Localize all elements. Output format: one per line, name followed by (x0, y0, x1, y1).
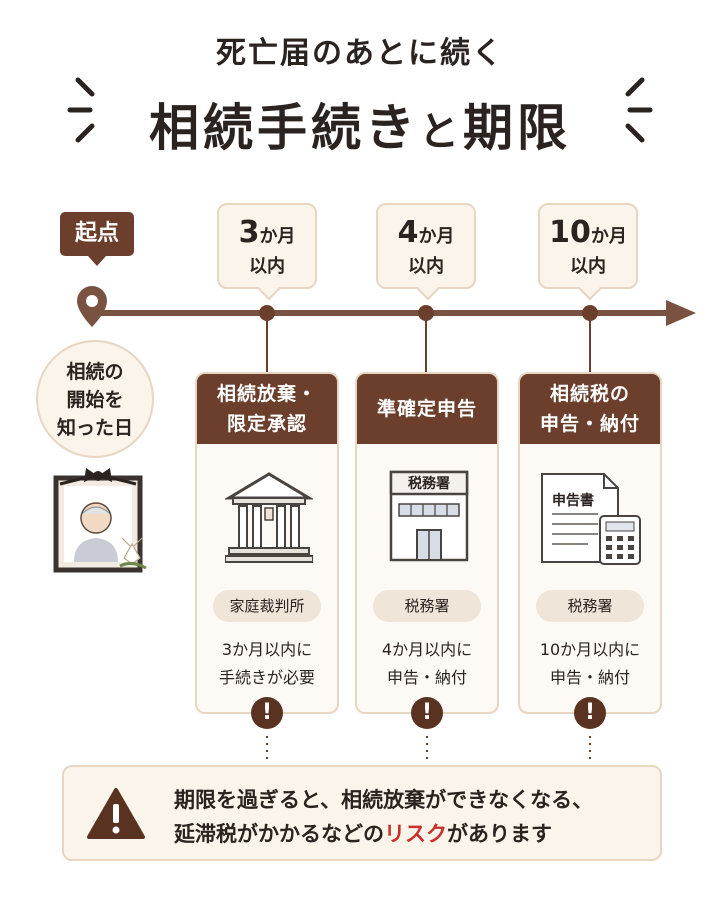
notice-line-2-before: 延滞税がかかるなどの (174, 822, 384, 846)
card-office: 家庭裁判所 (213, 590, 321, 622)
notice-line-1: 期限を過ぎると、相続放棄ができなくなる、 (174, 788, 594, 812)
tax-return-document-icon (541, 473, 641, 565)
deadline-number: 10 (549, 215, 591, 250)
title-part-and: と (419, 109, 463, 155)
origin-line: 知った日 (56, 417, 133, 439)
deadline-number: 4 (397, 215, 419, 250)
card-title-line: 限定承認 (226, 413, 307, 435)
card-note-line: 手続きが必要 (218, 668, 315, 687)
deadline-suffix: 以内 (570, 256, 606, 277)
card-title-line: 申告・納付 (539, 413, 640, 435)
card-inheritance-tax: 相続税の 申告・納付 申告書 税務署 10か月以内に 申告・納付 (518, 372, 662, 714)
origin-line: 開始を (66, 389, 124, 411)
card-note-line: 10か月以内に (539, 640, 641, 659)
deadline-unit: か月 (590, 226, 627, 247)
card-note-line: 4か月以内に (381, 640, 473, 659)
courthouse-icon (225, 472, 313, 563)
deadline-unit: か月 (259, 226, 296, 247)
timeline (77, 286, 696, 372)
deadline-suffix: 以内 (408, 256, 444, 277)
card-title-line: 相続放棄・ (216, 383, 317, 405)
card-note-line: 申告・納付 (549, 668, 630, 687)
card-note-line: 申告・納付 (386, 668, 467, 687)
deadline-bubble-3-months: 3か月 以内 (217, 203, 317, 289)
card-note: 10か月以内に 申告・納付 (520, 636, 660, 692)
notice-text: 期限を過ぎると、相続放棄ができなくなる、 延滞税がかかるなどのリスクがあります (174, 783, 593, 851)
title-part-deadline: 期限 (463, 99, 571, 157)
card-title-line: 相続税の (549, 383, 630, 405)
card-office: 税務署 (536, 590, 644, 622)
card-note: 3か月以内に 手続きが必要 (197, 636, 337, 692)
card-title: 準確定申告 (357, 374, 497, 444)
deadline-unit: か月 (418, 226, 455, 247)
document-label: 申告書 (552, 493, 594, 509)
title-part-procedures: 相続手続き (149, 99, 419, 157)
title-burst-decoration (67, 77, 653, 143)
deadline-suffix: 以内 (249, 256, 285, 277)
card-quasi-final-return: 準確定申告 税務署 税務署 4か月以内に 申告・納付 (355, 372, 499, 714)
card-note-line: 3か月以内に (221, 640, 313, 659)
origin-badge: 起点 (60, 212, 134, 266)
notice-line-2-after: があります (447, 822, 552, 846)
memorial-portrait-icon (53, 468, 147, 573)
calculator-icon (599, 515, 641, 565)
card-title: 相続税の 申告・納付 (520, 374, 660, 444)
risk-notice: 期限を過ぎると、相続放棄ができなくなる、 延滞税がかかるなどのリスクがあります (62, 765, 662, 861)
origin-start-date: 相続の 開始を 知った日 (36, 340, 154, 458)
card-office: 税務署 (373, 590, 481, 622)
tax-office-building-icon (389, 470, 469, 562)
deadline-bubble-10-months: 10か月 以内 (538, 203, 638, 289)
card-renunciation: 相続放棄・ 限定承認 家庭裁判所 3か月以内に 手続きが必要 (195, 372, 339, 714)
origin-line: 相続の (66, 361, 124, 383)
page-title: 相続手続きと期限 (0, 88, 720, 160)
exclamation-icon: ! (574, 697, 606, 729)
building-sign-label: 税務署 (408, 476, 450, 492)
dotted-connectors (266, 736, 591, 762)
card-note: 4か月以内に 申告・納付 (357, 636, 497, 692)
warning-triangle-icon (87, 788, 145, 839)
deadline-number: 3 (238, 215, 260, 250)
exclamation-icon: ! (251, 697, 283, 729)
timeline-arrow-head (666, 300, 696, 326)
risk-highlight: リスク (384, 822, 447, 846)
card-title-line: 準確定申告 (376, 398, 477, 420)
card-title: 相続放棄・ 限定承認 (197, 374, 337, 444)
location-pin-icon (77, 286, 107, 327)
exclamation-icon: ! (411, 697, 443, 729)
deadline-bubble-4-months: 4か月 以内 (376, 203, 476, 289)
page-subtitle: 死亡届のあとに続く (216, 36, 504, 71)
notice-line-2: 延滞税がかかるなどのリスクがあります (174, 817, 593, 851)
